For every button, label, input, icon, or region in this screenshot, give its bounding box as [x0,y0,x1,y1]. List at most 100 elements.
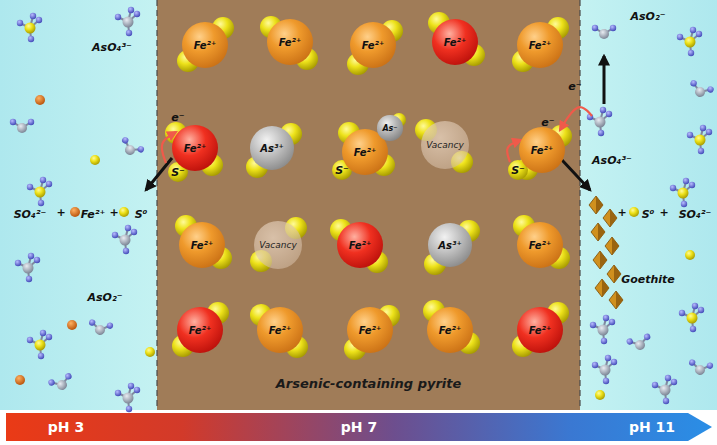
oxyanion-molecule [17,13,42,42]
ferrous-ion: Fe²⁺ [182,22,228,68]
ferric-ion: Fe²⁺ [177,307,223,353]
ion-label: Fe²⁺ [529,240,552,251]
species-label: Goethite [621,273,675,286]
ferric-ion: Fe²⁺ [432,19,478,65]
oxyanion-molecule [687,125,712,154]
species-label: + [659,206,668,219]
ion-label: Fe²⁺ [189,325,212,336]
ferrous-ion: Fe²⁺ [350,22,396,68]
ferric-ion: Fe²⁺ [172,125,218,171]
oxyanion-molecule [15,253,40,282]
oxyanion-molecule [590,315,615,344]
ion-label: Fe²⁺ [529,325,552,336]
species-label: e⁻ [541,116,554,129]
arsenite-molecule [10,119,34,133]
species-label: S⁰ [642,208,655,221]
oxyanion-molecule [27,177,52,206]
ion-label: Fe²⁺ [444,37,467,48]
ferrous-ion: Fe²⁺ [267,19,313,65]
ph-scale-bar: pH 3pH 7pH 11 [6,413,712,441]
ferrous-ion: Fe²⁺ [347,307,393,353]
ion-label: As³⁺ [438,240,461,251]
oxyanion-molecule [587,107,612,136]
sulfur-atom [145,347,155,357]
arsenite-molecule [592,25,616,39]
ion-label: As⁻ [382,124,397,133]
alkaline-solution [580,0,717,410]
reaction-arrow [146,158,172,190]
oxyanion-molecule [115,7,140,36]
ion-label: Fe²⁺ [359,325,382,336]
species-label: e⁻ [568,80,581,93]
iron-ion [70,207,80,217]
oxyanion-molecule [592,355,617,384]
ferrous-ion: Fe²⁺ [519,127,565,173]
arsenic-ion: As³⁺ [428,223,472,267]
arsenite-molecule [687,79,715,101]
sulfur-atoms [90,12,695,400]
reaction-arrow [603,56,606,104]
iron-ion [67,320,77,330]
ion-label: Fe²⁺ [529,40,552,51]
species-label: S⁻ [511,164,525,177]
species-label: Fe²⁺ [81,208,106,221]
ferrous-ion: Fe²⁺ [257,307,303,353]
ferric-ion: Fe²⁺ [517,307,563,353]
oxyanion-molecule [652,375,677,404]
ion-label: Fe²⁺ [362,40,385,51]
iron-ion [15,375,25,385]
sulfur-atom [595,390,605,400]
ion-label: Fe²⁺ [191,240,214,251]
sulfur-atom [90,155,100,165]
species-label: AsO₄³⁻ [592,154,632,167]
sulfur-atom [685,250,695,260]
arsenite-molecule [626,333,653,353]
ferrous-ion: Fe²⁺ [517,22,563,68]
arsenite-molecule [87,319,113,337]
arsenide-ion: As⁻ [377,115,402,140]
iron-ion [35,95,45,105]
ion-label: Vacancy [426,140,464,150]
species-label: AsO₂⁻ [87,291,122,304]
arsenite-molecule [687,359,713,377]
species-label: SO₄²⁻ [14,208,47,221]
vacancy-site: Vacancy [254,221,302,269]
acid-solution [0,0,157,410]
ion-label: Fe²⁺ [439,325,462,336]
species-label: S⁻ [335,164,349,177]
ion-label: Fe²⁺ [531,145,554,156]
species-label: S⁻ [171,166,185,179]
ferric-ion: Fe²⁺ [337,222,383,268]
ion-label: Fe²⁺ [354,147,377,158]
oxyanion-molecule [115,383,140,412]
species-label: + [617,206,626,219]
ferrous-ion: Fe²⁺ [517,222,563,268]
species-label: e⁻ [171,111,184,124]
ph-value: pH 3 [48,419,84,435]
oxyanion-molecule [679,303,704,332]
ion-label: Fe²⁺ [349,240,372,251]
arsenic-ion: As³⁺ [250,126,294,170]
boundary-line [156,0,157,410]
vacancy-site: Vacancy [421,121,469,169]
ion-label: Fe²⁺ [279,37,302,48]
species-label: AsO₂⁻ [630,10,665,23]
ion-label: Fe²⁺ [184,143,207,154]
mineral-name: Arsenic-containing pyrite [276,376,462,391]
pyrite-crystal: Arsenic-containing pyrite Fe²⁺ Fe²⁺ Fe²⁺ Fe²… [157,0,580,410]
species-label: SO₄²⁻ [679,208,712,221]
boundary-line [579,0,580,410]
ferrous-ion: Fe²⁺ [179,222,225,268]
oxyanion-molecule [27,330,52,359]
sulfur-atom [629,207,639,217]
species-label: S⁰ [135,208,148,221]
arsenite-molecule [47,372,75,394]
ferrous-ion: Fe²⁺ [427,307,473,353]
species-label: + [56,206,65,219]
species-label: + [109,206,118,219]
ion-label: Fe²⁺ [269,325,292,336]
arsenite-molecule [117,136,145,160]
oxyanion-molecule [677,27,702,56]
oxyanion-molecule [670,178,695,207]
